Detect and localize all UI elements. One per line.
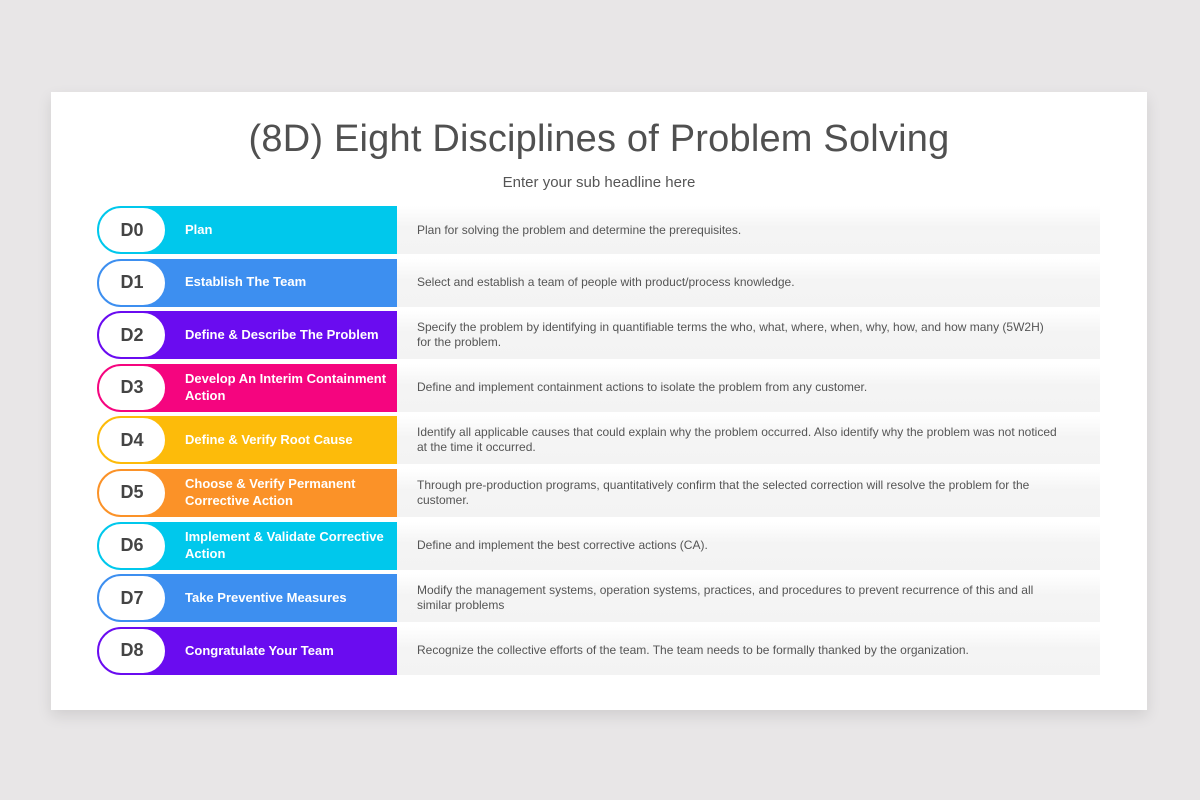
step-code-badge: D6 bbox=[97, 521, 167, 570]
step-row-d2: D2 Define & Describe The Problem Specify… bbox=[97, 311, 1100, 360]
step-code-badge: D8 bbox=[97, 626, 167, 675]
step-label: Take Preventive Measures bbox=[185, 589, 347, 605]
step-code-badge: D5 bbox=[97, 468, 167, 517]
step-description: Define and implement containment actions… bbox=[397, 363, 1100, 412]
step-color-bar bbox=[140, 363, 397, 412]
step-label: Plan bbox=[185, 221, 213, 237]
step-row-d4: D4 Define & Verify Root Cause Identify a… bbox=[97, 416, 1100, 465]
step-label: Implement & Validate Corrective Action bbox=[185, 529, 384, 561]
step-label: Define & Verify Root Cause bbox=[185, 432, 353, 448]
page-subtitle: Enter your sub headline here bbox=[502, 174, 696, 191]
step-label: Develop An Interim Containment Action bbox=[185, 371, 387, 403]
slide-card: (8D) Eight Disciplines of Problem Solvin… bbox=[51, 92, 1147, 710]
step-band: D1 Establish The Team bbox=[97, 258, 397, 307]
step-row-d8: D8 Congratulate Your Team Recognize the … bbox=[97, 626, 1100, 675]
step-color-bar bbox=[140, 626, 397, 675]
step-code-badge: D7 bbox=[97, 574, 167, 623]
step-band: D5 Choose & Verify Permanent Corrective … bbox=[97, 468, 397, 517]
step-description: Through pre-production programs, quantit… bbox=[397, 468, 1100, 517]
step-band: D2 Define & Describe The Problem bbox=[97, 311, 397, 360]
step-code-badge: D3 bbox=[97, 363, 167, 412]
step-color-bar bbox=[140, 416, 397, 465]
step-label: Choose & Verify Permanent Corrective Act… bbox=[185, 476, 356, 508]
step-band: D7 Take Preventive Measures bbox=[97, 574, 397, 623]
step-row-d7: D7 Take Preventive Measures Modify the m… bbox=[97, 574, 1100, 623]
step-label: Establish The Team bbox=[185, 274, 307, 290]
step-label: Congratulate Your Team bbox=[185, 642, 334, 658]
step-color-bar bbox=[140, 574, 397, 623]
step-color-bar bbox=[140, 521, 397, 570]
step-band: D6 Implement & Validate Corrective Actio… bbox=[97, 521, 397, 570]
step-label: Define & Describe The Problem bbox=[185, 326, 379, 342]
step-band: D3 Develop An Interim Containment Action bbox=[97, 363, 397, 412]
step-band: D4 Define & Verify Root Cause bbox=[97, 416, 397, 465]
step-description: Modify the management systems, operation… bbox=[397, 574, 1100, 623]
step-row-d6: D6 Implement & Validate Corrective Actio… bbox=[97, 521, 1100, 570]
step-band: D0 Plan bbox=[97, 206, 397, 254]
step-description: Identify all applicable causes that coul… bbox=[397, 416, 1100, 465]
step-color-bar bbox=[140, 468, 397, 517]
step-code-badge: D2 bbox=[97, 311, 167, 360]
step-color-bar bbox=[140, 206, 397, 254]
step-band: D8 Congratulate Your Team bbox=[97, 626, 397, 675]
step-description: Select and establish a team of people wi… bbox=[397, 258, 1100, 307]
step-code-badge: D0 bbox=[97, 206, 167, 254]
step-row-d3: D3 Develop An Interim Containment Action… bbox=[97, 363, 1100, 412]
step-description: Recognize the collective efforts of the … bbox=[397, 626, 1100, 675]
step-row-d5: D5 Choose & Verify Permanent Corrective … bbox=[97, 468, 1100, 517]
step-description: Define and implement the best corrective… bbox=[397, 521, 1100, 570]
step-code-badge: D4 bbox=[97, 416, 167, 465]
step-row-d1: D1 Establish The Team Select and establi… bbox=[97, 258, 1100, 307]
step-color-bar bbox=[140, 258, 397, 307]
step-description: Plan for solving the problem and determi… bbox=[397, 206, 1100, 254]
step-code-badge: D1 bbox=[97, 258, 167, 307]
steps-list: D0 Plan Plan for solving the problem and… bbox=[97, 206, 1100, 679]
page-title: (8D) Eight Disciplines of Problem Solvin… bbox=[248, 118, 950, 160]
step-row-d0: D0 Plan Plan for solving the problem and… bbox=[97, 206, 1100, 254]
step-color-bar bbox=[140, 311, 397, 360]
step-description: Specify the problem by identifying in qu… bbox=[397, 311, 1100, 360]
